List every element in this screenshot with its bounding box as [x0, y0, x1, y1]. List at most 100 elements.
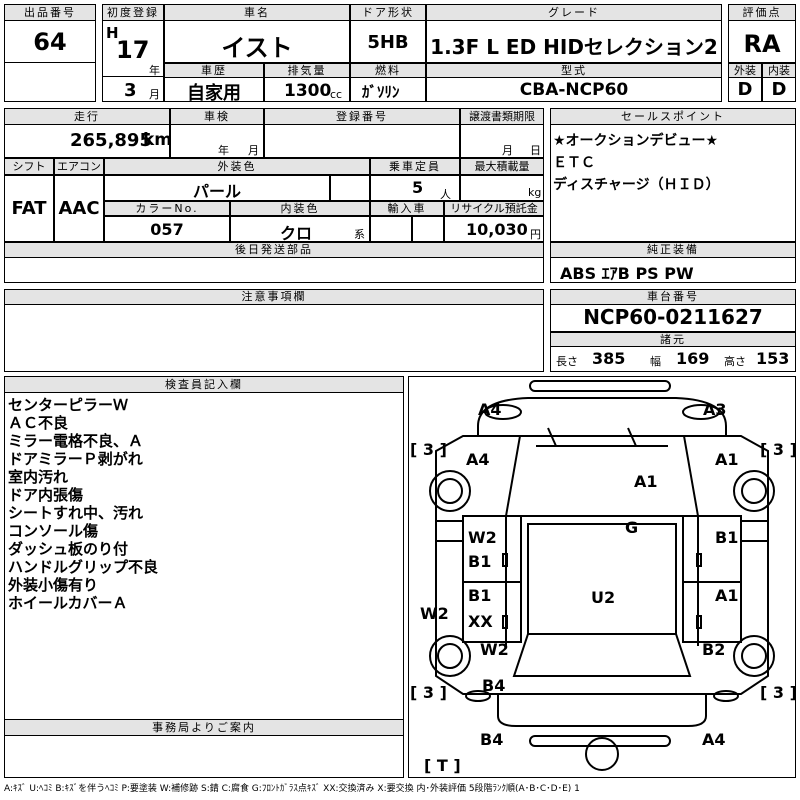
- mark-b1-front-door-left: B1: [468, 552, 492, 571]
- displacement-cell: [264, 77, 350, 102]
- shift-value: FAT: [11, 198, 47, 219]
- capacity-value: 5: [412, 178, 424, 197]
- car-diagram-frame: [408, 376, 796, 778]
- wheel-front-left: [429, 470, 471, 512]
- import-cell-a: [370, 216, 412, 242]
- transfer-header: 譲渡書類期限: [460, 108, 544, 125]
- displacement-header: 排気量: [264, 63, 350, 78]
- mark-a1-rear-door-right: A1: [715, 586, 739, 605]
- mark-u2-roof: U2: [591, 588, 616, 607]
- wheel-front-right-inner: [741, 478, 767, 504]
- aircon-cell: [54, 175, 104, 242]
- handle-rl: [502, 615, 508, 629]
- color-no-value: 057: [150, 220, 184, 239]
- mark-a4-front-left: A4: [478, 400, 502, 419]
- width-value: 169: [676, 349, 710, 368]
- reg-no-header: 登録番号: [264, 108, 460, 125]
- displacement-unit: cc: [330, 88, 343, 101]
- spare-tire: [585, 737, 619, 771]
- capacity-unit: 人: [440, 188, 451, 201]
- color-no-header: カラーNo.: [104, 201, 230, 216]
- mileage-value: 265,895: [70, 130, 152, 151]
- inspector-note: ミラー電格不良、Ａ: [8, 432, 144, 450]
- door-type-header: ドア形状: [350, 4, 426, 21]
- headlight-right: [682, 404, 720, 420]
- inspector-note: 外装小傷有り: [8, 576, 99, 594]
- car-name-value: イスト: [221, 34, 293, 62]
- rear-window: [512, 633, 692, 677]
- taillight-right: [713, 690, 739, 702]
- interior-grade: D: [771, 79, 787, 100]
- shift-header: シフト: [4, 158, 54, 175]
- caution-header: 注意事項欄: [4, 289, 544, 305]
- door-front-left: [462, 515, 522, 583]
- inspector-header: 検査員記入欄: [4, 376, 404, 393]
- height-value: 153: [756, 349, 790, 368]
- mileage-unit: km: [143, 130, 173, 150]
- inspector-note: ホイールカバーＡ: [8, 594, 128, 612]
- car-diagram: [429, 380, 775, 771]
- taillight-left: [465, 690, 491, 702]
- legend-text: A:ｷｽﾞ U:ﾍｺﾐ B:ｷｽﾞを伴うﾍｺﾐ P:要塗装 W:補修跡 S:錆 …: [4, 784, 580, 794]
- grade-value: 1.3F L ED HIDセレクション2: [430, 35, 718, 59]
- handle-fr: [696, 553, 702, 567]
- import-header: 輸入車: [370, 201, 444, 216]
- specs-header: 諸元: [550, 332, 796, 347]
- wheel-rear-right: [733, 635, 775, 677]
- score-value: RA: [743, 30, 781, 58]
- reg-month: 3: [124, 80, 137, 101]
- length-label: 長さ: [556, 355, 578, 368]
- inspector-note: ドア内張傷: [8, 486, 84, 504]
- chassis-value: NCP60-0211627: [583, 305, 763, 329]
- fuel-value: ｶﾞｿﾘﾝ: [362, 83, 400, 101]
- inspector-note: ＡＣ不良: [8, 414, 69, 432]
- rear-hatch: [497, 693, 707, 727]
- history-value: 自家用: [187, 83, 241, 104]
- model-code-cell: [426, 77, 722, 102]
- later-parts-cell: [4, 257, 544, 283]
- mark-b2-rear-fender-right: B2: [702, 640, 726, 659]
- int-color-header: 内装色: [230, 201, 370, 216]
- inspector-note: 室内汚れ: [8, 468, 69, 486]
- genuine-equip-value: ABS ｴｱB PS PW: [560, 264, 694, 283]
- sales-point-header: セールスポイント: [550, 108, 796, 125]
- int-color-cell: [230, 216, 370, 242]
- mirror-right: [740, 520, 769, 542]
- lot-no-divider: [4, 62, 96, 63]
- inspector-note: センターピラーＷ: [8, 396, 129, 414]
- height-label: 高さ: [724, 355, 746, 368]
- mark-bracket-t: [ T ]: [424, 756, 461, 775]
- history-cell: [164, 77, 264, 102]
- transfer-day-unit: 日: [530, 144, 541, 157]
- grade-header: グレード: [426, 4, 722, 21]
- length-value: 385: [592, 349, 626, 368]
- reg-month-unit: 月: [149, 88, 160, 101]
- max-load-cell: [460, 175, 544, 201]
- max-load-unit: kg: [528, 186, 542, 199]
- office-header: 事務局よりご案内: [4, 719, 404, 736]
- first-reg-header: 初度登録: [102, 4, 164, 21]
- reg-year-unit: 年: [149, 64, 160, 77]
- wheel-rear-left: [429, 635, 471, 677]
- reg-year: 17: [116, 36, 150, 64]
- windshield: [504, 435, 700, 517]
- ext-color-cell-b: [330, 175, 370, 201]
- history-header: 車歴: [164, 63, 264, 78]
- interior-cell: [762, 77, 796, 102]
- mark-b4-quarter-left: B4: [482, 676, 506, 695]
- capacity-header: 乗車定員: [370, 158, 460, 175]
- wheel-front-right: [733, 470, 775, 512]
- interior-header: 内装: [762, 63, 796, 78]
- mark-bracket-3-rl: [ 3 ]: [410, 683, 447, 702]
- later-parts-header: 後日発送部品: [4, 242, 544, 258]
- mark-g-windshield: G: [625, 518, 639, 537]
- shift-cell: [4, 175, 54, 242]
- headlight-left: [484, 404, 522, 420]
- int-color-value: クロ: [280, 224, 313, 243]
- caution-cell: [4, 304, 544, 372]
- ext-color-cell: [104, 175, 330, 201]
- mark-a4-fender-left: A4: [466, 450, 490, 469]
- mark-bracket-3-fr: [ 3 ]: [760, 440, 797, 459]
- exterior-header: 外装: [728, 63, 762, 78]
- rear-bumper: [529, 735, 671, 747]
